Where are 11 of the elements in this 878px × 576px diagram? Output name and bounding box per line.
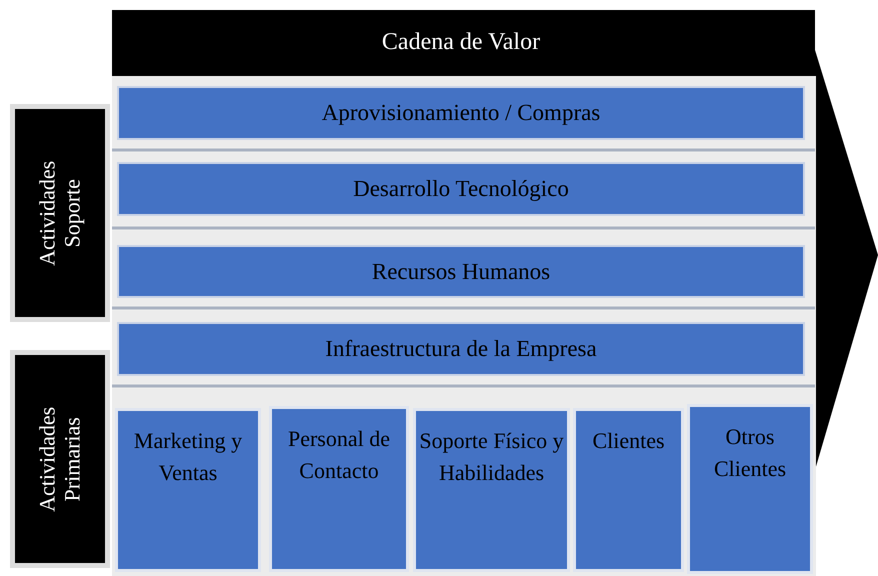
activity-column: Soporte Físico y Habilidades — [413, 408, 570, 572]
activity-column: Otros Clientes — [687, 404, 813, 574]
activity-bar: Recursos Humanos — [117, 245, 805, 298]
category-label-box: Actividades Primarias — [10, 350, 110, 568]
activity-bar: Aprovisionamiento / Compras — [117, 86, 805, 140]
category-label-box: Actividades Soporte — [10, 104, 110, 322]
activity-bar: Desarrollo Tecnológico — [117, 162, 805, 216]
activity-column: Clientes — [573, 408, 684, 572]
activity-bar: Infraestructura de la Empresa — [117, 322, 805, 376]
activity-column: Personal de Contacto — [269, 406, 409, 572]
activity-column: Marketing y Ventas — [115, 408, 261, 572]
